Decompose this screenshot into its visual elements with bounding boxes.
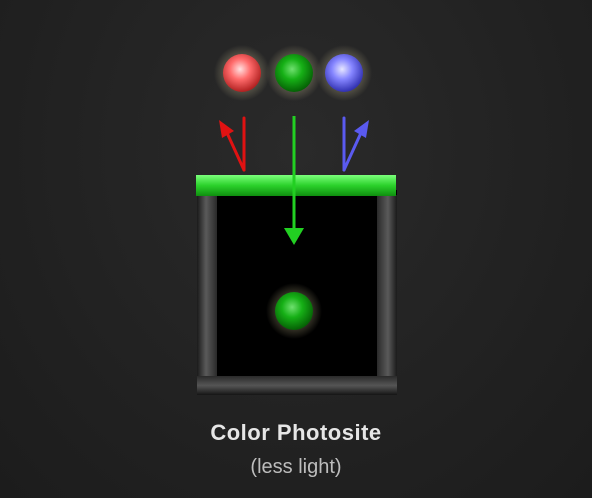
red-light-dot-icon xyxy=(223,54,261,92)
blue-reflected-arrow-icon xyxy=(342,116,369,172)
diagram-title: Color Photosite xyxy=(210,420,382,445)
captured-green-dot-icon xyxy=(275,292,313,330)
green-filter-bar xyxy=(196,175,396,196)
photosite-well xyxy=(197,190,397,395)
incoming-light xyxy=(214,45,372,101)
green-light-dot-icon xyxy=(275,54,313,92)
blue-light-dot-icon xyxy=(325,54,363,92)
red-reflected-arrow-icon xyxy=(219,116,246,172)
photosite-diagram xyxy=(196,45,397,395)
green-transmitted-arrow-icon xyxy=(284,116,304,245)
diagram-subtitle: (less light) xyxy=(250,456,342,478)
captured-light xyxy=(266,283,322,339)
